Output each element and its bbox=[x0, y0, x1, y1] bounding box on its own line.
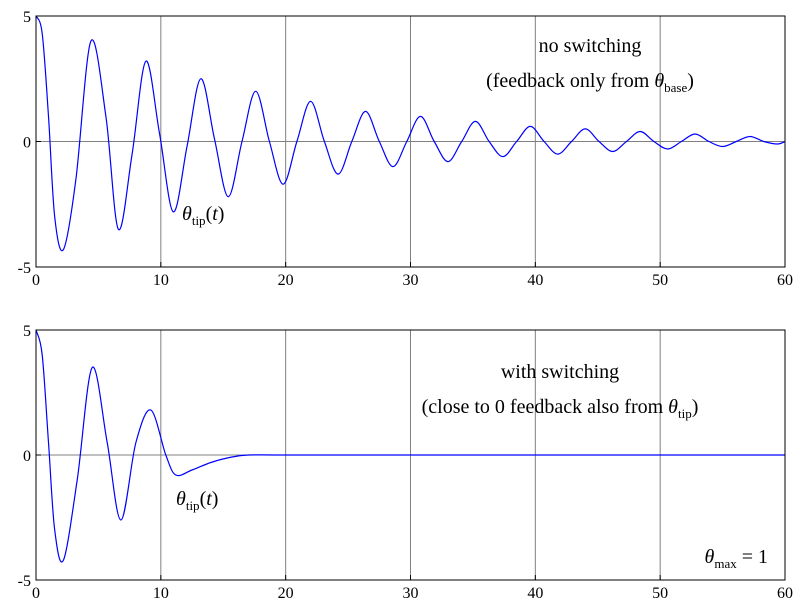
theta-symbol: θ bbox=[705, 546, 715, 568]
x-tick-label: 10 bbox=[153, 585, 169, 602]
annotation-line-1: with switching bbox=[501, 361, 619, 383]
x-tick-label: 20 bbox=[278, 585, 294, 602]
y-tick-label: 5 bbox=[23, 323, 31, 340]
series-line bbox=[35, 15, 786, 252]
theta-max-value: = 1 bbox=[737, 546, 768, 568]
series-label-subscript: tip bbox=[192, 213, 206, 228]
x-tick-label: 0 bbox=[32, 272, 40, 289]
x-tick-label: 60 bbox=[777, 585, 793, 602]
x-tick-label: 30 bbox=[403, 585, 419, 602]
annotation-subscript: tip bbox=[678, 406, 692, 421]
annotation-line-1: no switching bbox=[539, 35, 642, 57]
series-label: θtip(t) bbox=[176, 488, 218, 513]
theta-symbol: θ bbox=[668, 396, 678, 418]
y-tick-label: -5 bbox=[18, 260, 31, 277]
y-tick-label: 0 bbox=[23, 135, 31, 152]
y-tick-label: -5 bbox=[18, 573, 31, 590]
annotation-prefix: (feedback only from bbox=[486, 70, 654, 92]
series-line bbox=[35, 329, 785, 563]
series-label: θtip(t) bbox=[182, 203, 224, 228]
theta-max-label: θmax = 1 bbox=[705, 546, 769, 571]
annotation-suffix: ) bbox=[687, 70, 694, 92]
theta-symbol: θ bbox=[176, 488, 186, 510]
x-tick-label: 40 bbox=[527, 272, 543, 289]
annotation-line-2: (feedback only from θbase) bbox=[486, 70, 694, 95]
x-tick-label: 20 bbox=[278, 272, 294, 289]
x-tick-label: 40 bbox=[527, 585, 543, 602]
annotation-subscript: base bbox=[664, 80, 687, 95]
series-label-arg: (t) bbox=[206, 203, 225, 225]
x-tick-label: 50 bbox=[652, 272, 668, 289]
series-label-arg: (t) bbox=[200, 488, 219, 510]
theta-symbol: θ bbox=[654, 70, 664, 92]
annotation-prefix: (close to 0 feedback also from bbox=[422, 396, 669, 418]
x-tick-label: 0 bbox=[32, 585, 40, 602]
y-tick-label: 5 bbox=[23, 9, 31, 26]
annotation-suffix: ) bbox=[692, 396, 699, 418]
theta-symbol: θ bbox=[182, 203, 192, 225]
annotation-line-2: (close to 0 feedback also from θtip) bbox=[422, 396, 699, 421]
x-tick-label: 50 bbox=[652, 585, 668, 602]
y-tick-label: 0 bbox=[23, 448, 31, 465]
x-tick-label: 10 bbox=[153, 272, 169, 289]
x-tick-label: 30 bbox=[403, 272, 419, 289]
theta-max-subscript: max bbox=[714, 556, 737, 571]
series-label-subscript: tip bbox=[186, 498, 200, 513]
x-tick-label: 60 bbox=[777, 272, 793, 289]
